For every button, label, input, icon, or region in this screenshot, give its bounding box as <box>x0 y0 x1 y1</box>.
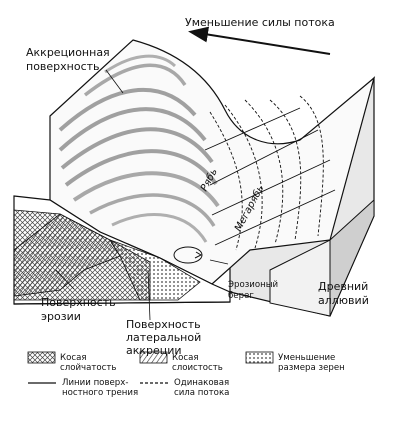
flow-direction-arrow <box>188 26 331 55</box>
ancient-alluvium-label-line1: Древний <box>318 280 368 293</box>
legend-friction-lines-line2: ностного трения <box>62 388 138 398</box>
lateral-accretion-label-line1: Поверхность <box>126 318 201 331</box>
legend-swatch-cross-bedding <box>27 351 56 364</box>
erosion-surface-label-line1: Поверхность <box>41 296 116 309</box>
legend-grain-size-line2: размера зерен <box>278 363 345 373</box>
accretion-surface-label-line2: поверхность <box>26 60 100 73</box>
erosion-surface-label-line2: эрозии <box>41 310 81 323</box>
legend-cross-bedding-line2: слойчатость <box>60 363 116 373</box>
legend: Косая слойчатость Косая слоистость Умень… <box>27 351 345 398</box>
legend-equal-flow-line1: Одинаковая <box>174 378 229 388</box>
legend-grain-size-line1: Уменьшение <box>278 353 335 363</box>
legend-cross-stratification-line1: Косая <box>172 353 199 363</box>
legend-swatch-grain-size <box>245 351 274 364</box>
erosional-bank-label-line1: Эрозионый <box>228 280 278 290</box>
legend-cross-bedding-line1: Косая <box>60 353 87 363</box>
block-front-face <box>13 195 231 305</box>
legend-friction-lines-line1: Линии поверх- <box>62 378 128 388</box>
legend-cross-stratification-line2: слоистость <box>172 363 223 373</box>
ancient-alluvium-label-line2: аллювий <box>318 294 369 307</box>
leader-lines <box>55 69 229 321</box>
legend-swatch-cross-stratification <box>139 351 168 364</box>
flow-label: Уменьшение силы потока <box>185 16 335 29</box>
lateral-accretion-label-line2: латеральной <box>126 331 201 344</box>
legend-equal-flow-line2: сила потока <box>174 388 229 398</box>
accretion-surface <box>49 39 376 285</box>
accretion-surface-label-line1: Аккреционная <box>26 46 110 59</box>
erosional-bank-label-line2: берег <box>228 291 254 301</box>
channel-flow-lines <box>173 95 336 264</box>
